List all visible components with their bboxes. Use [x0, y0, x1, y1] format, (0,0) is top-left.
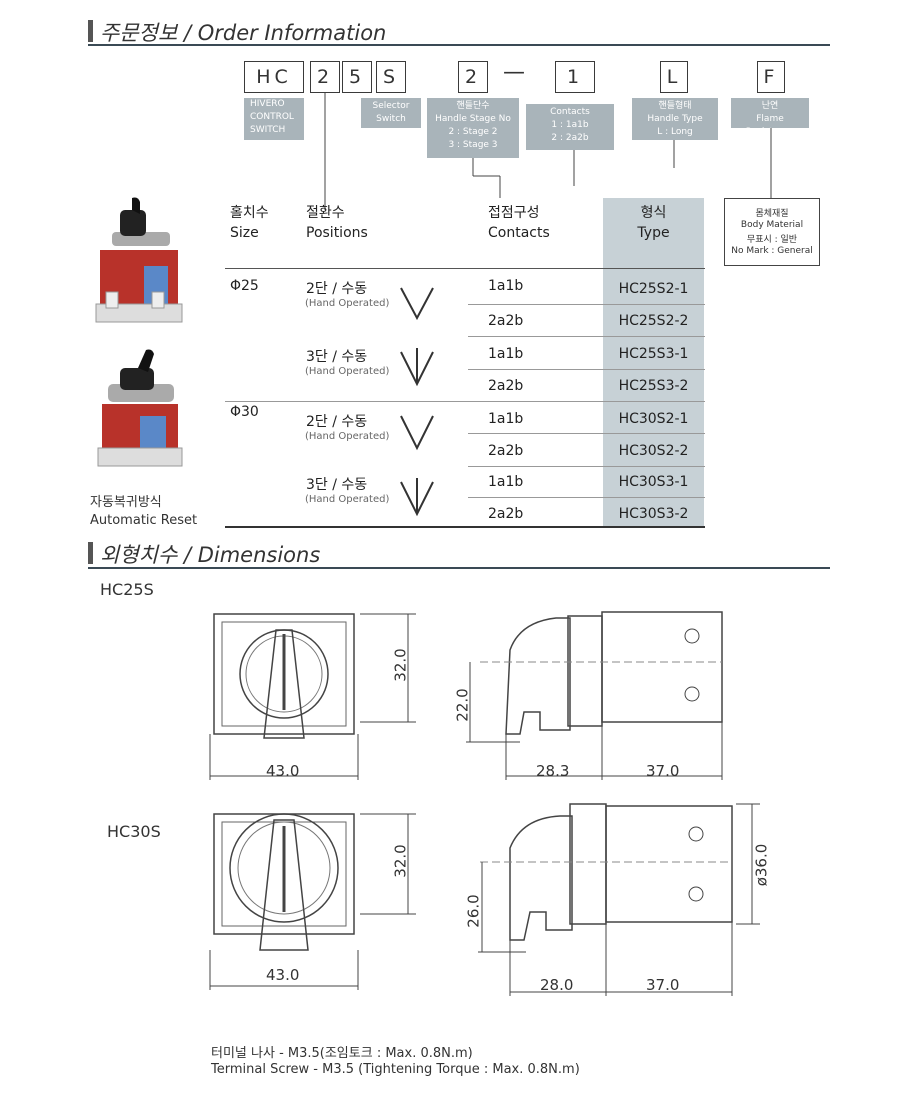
hc30s-side-body: 37.0 — [646, 976, 680, 994]
row-divider — [468, 304, 705, 305]
type-cell: HC30S3-2 — [618, 506, 689, 522]
position-sub: (Hand Operated) — [305, 431, 390, 442]
table-header-line — [225, 268, 705, 269]
table-bottom-line — [225, 526, 705, 528]
code-digit-1: 2 — [310, 61, 340, 93]
code-handle: L — [660, 61, 688, 93]
two-position-icon — [400, 287, 434, 321]
hc25s-front-width: 43.0 — [266, 762, 300, 780]
hc30s-side-drawing — [478, 803, 760, 996]
hc30s-label: HC30S — [107, 822, 161, 841]
hc30s-front-width: 43.0 — [266, 966, 300, 984]
hc25s-label: HC25S — [100, 580, 154, 599]
type-column-bg — [603, 198, 704, 526]
hc25s-front-drawing — [209, 613, 416, 780]
row-divider — [468, 466, 705, 467]
contacts-cell: 2a2b — [488, 506, 524, 522]
position-label: 3단 / 수동 — [306, 349, 368, 365]
code-dash: — — [503, 60, 525, 85]
position-sub: (Hand Operated) — [305, 366, 390, 377]
position-label: 2단 / 수동 — [306, 281, 368, 297]
order-section-title: 주문정보 / Order Information — [100, 21, 387, 45]
position-symbols — [400, 287, 434, 517]
size-25: Φ25 — [230, 278, 259, 294]
row-divider — [468, 336, 705, 337]
position-sub: (Hand Operated) — [305, 298, 390, 309]
section-divider — [88, 44, 830, 46]
size-30: Φ30 — [230, 404, 259, 420]
hc30s-front-drawing — [209, 813, 416, 990]
hc25s-side-knob: 28.3 — [536, 762, 570, 780]
section-divider — [88, 567, 830, 569]
product-image-25 — [95, 197, 183, 323]
code-flame: F — [757, 61, 785, 93]
hc30s-diameter: ø36.0 — [752, 843, 771, 887]
hc30s-front-height: 32.0 — [391, 844, 410, 878]
code-digit-2: 5 — [342, 61, 372, 93]
hc30s-side-height: 26.0 — [464, 894, 483, 928]
code-s: S — [376, 61, 406, 93]
position-sub: (Hand Operated) — [305, 494, 390, 505]
code-stage: 2 — [458, 61, 488, 93]
contacts-cell: 1a1b — [488, 346, 524, 362]
type-cell: HC25S3-2 — [618, 378, 689, 394]
contacts-cell: 2a2b — [488, 313, 524, 329]
position-label: 3단 / 수동 — [306, 477, 368, 493]
row-divider — [468, 433, 705, 434]
hc30s-side-knob: 28.0 — [540, 976, 574, 994]
contacts-cell: 1a1b — [488, 278, 524, 294]
position-label: 2단 / 수동 — [306, 414, 368, 430]
contacts-cell: 1a1b — [488, 411, 524, 427]
section-marker — [88, 542, 93, 564]
type-cell: HC25S3-1 — [618, 346, 689, 362]
row-divider — [468, 369, 705, 370]
type-cell: HC30S2-2 — [618, 443, 689, 459]
code-contacts: 1 — [555, 61, 595, 93]
row-divider — [468, 497, 705, 498]
contacts-cell: 1a1b — [488, 474, 524, 490]
dimensions-section-title: 외형치수 / Dimensions — [100, 543, 321, 567]
terminal-screw-english: Terminal Screw - M3.5 (Tightening Torque… — [211, 1062, 580, 1077]
section-marker — [88, 20, 93, 42]
code-connector-lines — [324, 93, 772, 210]
hc25s-side-height: 22.0 — [453, 688, 472, 722]
hc25s-side-body: 37.0 — [646, 762, 680, 780]
type-cell: HC25S2-1 — [618, 281, 689, 297]
two-position-icon — [400, 415, 434, 451]
hc25s-front-height: 32.0 — [391, 648, 410, 682]
terminal-screw-korean: 터미널 나사 - M3.5(조임토크 : Max. 0.8N.m) — [211, 1046, 473, 1061]
product-image-30 — [97, 349, 183, 467]
code-hc: HC — [244, 61, 304, 93]
hc25s-side-drawing — [466, 611, 723, 780]
type-cell: HC30S3-1 — [618, 474, 689, 490]
type-cell: HC25S2-2 — [618, 313, 689, 329]
contacts-cell: 2a2b — [488, 378, 524, 394]
type-cell: HC30S2-1 — [618, 411, 689, 427]
row-divider — [225, 401, 705, 402]
contacts-cell: 2a2b — [488, 443, 524, 459]
